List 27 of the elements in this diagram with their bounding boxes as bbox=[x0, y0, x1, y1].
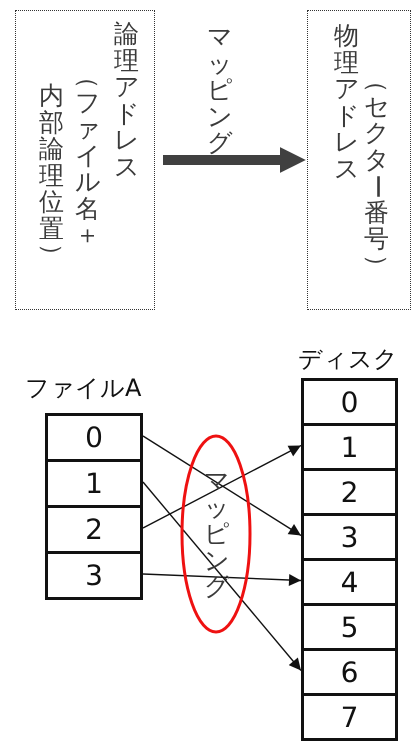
table-cell: 2 bbox=[301, 468, 398, 516]
table-cell: 4 bbox=[301, 558, 398, 606]
arrow bbox=[142, 444, 302, 529]
arrow bbox=[142, 482, 302, 671]
arrow bbox=[142, 435, 302, 536]
table-cell: 3 bbox=[45, 551, 143, 600]
table-cell: 5 bbox=[301, 603, 398, 651]
table-cell: 0 bbox=[301, 378, 398, 426]
table-heading: ディスク bbox=[298, 344, 398, 375]
address-box bbox=[15, 10, 155, 310]
table-cell: 2 bbox=[45, 505, 143, 554]
table-cell: 1 bbox=[45, 459, 143, 508]
arrow bbox=[163, 147, 306, 173]
table-cell: 6 bbox=[301, 648, 398, 696]
address-label: （セクター番号） bbox=[364, 67, 389, 279]
table-cell: 1 bbox=[301, 423, 398, 471]
address-box bbox=[307, 10, 411, 310]
table-heading: ファイルA bbox=[25, 373, 142, 404]
table-cell: 7 bbox=[301, 693, 398, 741]
table-cell: 0 bbox=[45, 413, 143, 462]
table-cell: 3 bbox=[301, 513, 398, 561]
address-label: 論理アドレス bbox=[114, 21, 139, 180]
address-label: 内部論理位置） bbox=[39, 83, 64, 268]
arrow bbox=[142, 573, 302, 586]
edge-label: マッピング bbox=[207, 24, 232, 156]
address-label: 物理アドレス bbox=[334, 23, 359, 182]
address-label: （ファイル名＋ bbox=[75, 63, 100, 248]
